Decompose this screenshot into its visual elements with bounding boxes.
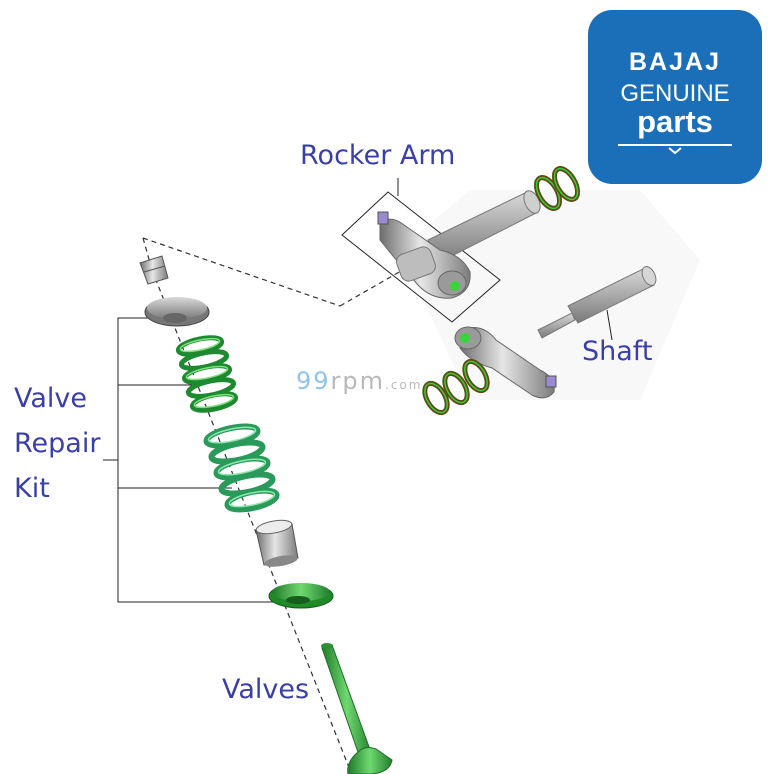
bajaj-genuine-parts-logo: BAJAJ GENUINE parts bbox=[588, 10, 762, 184]
spring-retainer-upper bbox=[144, 297, 210, 327]
logo-line-parts: parts bbox=[637, 104, 713, 139]
watermark-text: rpm bbox=[330, 367, 386, 395]
valve-spring-inner bbox=[203, 423, 280, 513]
rocker-shaft-upper bbox=[427, 190, 541, 263]
logo-brand: BAJAJ bbox=[629, 48, 721, 76]
valve-spring-outer-highlight bbox=[179, 337, 235, 409]
spring-seat-lower bbox=[268, 583, 334, 609]
label-valve-repair-kit: Valve Repair Kit bbox=[14, 376, 100, 511]
valve bbox=[321, 643, 393, 774]
shaft-leader bbox=[606, 309, 613, 341]
valve-spring-outer bbox=[175, 335, 239, 413]
rocker-shaft-lower bbox=[537, 266, 657, 339]
label-valve-repair-kit-line-2: Repair bbox=[14, 428, 101, 459]
rocker-arm-leader bbox=[341, 178, 501, 323]
logo-underline bbox=[618, 144, 732, 146]
label-rocker-arm: Rocker Arm bbox=[300, 140, 456, 171]
label-shaft: Shaft bbox=[582, 336, 653, 367]
label-valve-repair-kit-line-3: Kit bbox=[14, 473, 50, 504]
watermark-suffix: .com bbox=[385, 378, 423, 392]
logo-line-genuine: GENUINE bbox=[620, 80, 730, 107]
watermark-accent: 99 bbox=[296, 367, 331, 395]
label-valve-repair-kit-line-1: Valve bbox=[14, 383, 88, 414]
site-watermark: 99rpm.com bbox=[296, 367, 422, 395]
valve-stem-seal bbox=[255, 519, 299, 567]
thrust-washers-upper bbox=[533, 166, 581, 211]
valve-collet bbox=[139, 255, 169, 285]
rocker-arm-upper bbox=[377, 211, 471, 299]
logo-check-icon bbox=[668, 147, 682, 155]
thrust-washers-lower bbox=[422, 358, 490, 416]
valve-spring-inner-highlight bbox=[207, 426, 276, 508]
label-valves: Valves bbox=[222, 674, 310, 705]
valve-repair-kit-bracket bbox=[103, 317, 282, 603]
